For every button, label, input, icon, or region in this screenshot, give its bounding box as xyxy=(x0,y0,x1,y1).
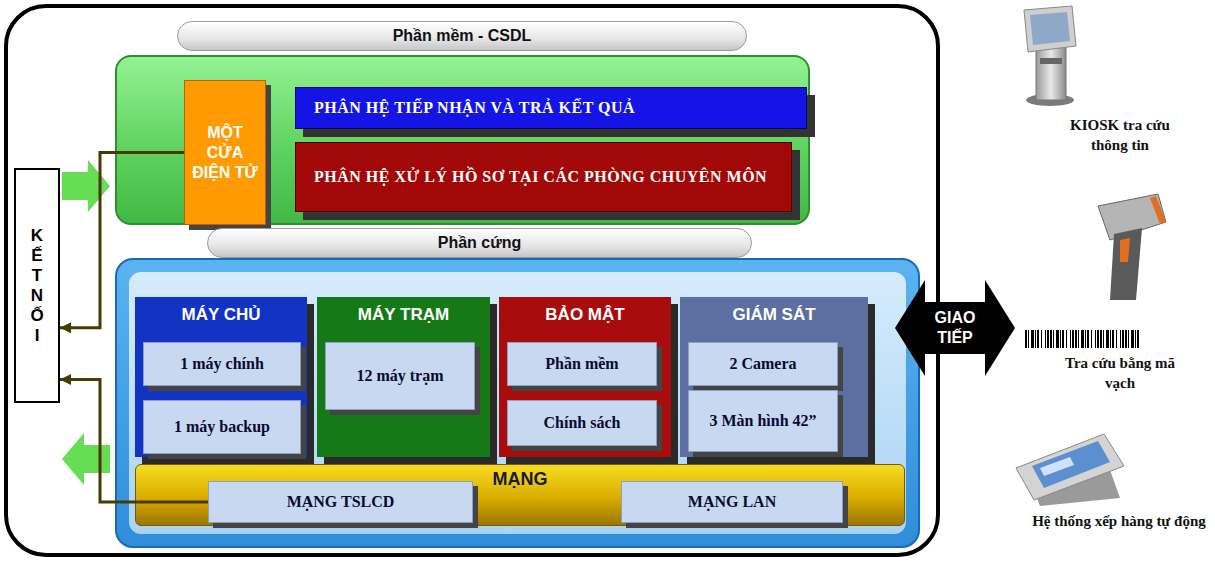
double-arrow-shape xyxy=(895,280,1015,376)
item-box: Chính sách xyxy=(507,400,657,446)
item-box: 2 Camera xyxy=(688,342,838,386)
node-label: 1 máy chính xyxy=(180,354,264,375)
group-title: BẢO MẬT xyxy=(499,305,671,325)
software-panel: Phần mềm - CSDLMỘT CỬA ĐIỆN TỬPHÂN HỆ TI… xyxy=(115,55,810,225)
node-label: Phần mềm xyxy=(545,354,618,375)
node-label: 3 Màn hình 42” xyxy=(709,411,816,432)
item-box: 1 máy backup xyxy=(143,400,301,454)
outer-frame xyxy=(6,6,938,555)
device-label: Hệ thống xếp hàng tự động xyxy=(1026,512,1212,532)
hardware-panel: Phần cứngMÁY CHỦ1 máy chính1 máy backupM… xyxy=(115,258,920,548)
node-label: Chính sách xyxy=(544,413,621,434)
group-box: GIÁM SÁT 2 Camera 3 Màn hình 42” xyxy=(680,297,868,457)
subsystem-box: PHÂN HỆ XỬ LÝ HỒ SƠ TẠI CÁC PHÒNG CHUYÊN… xyxy=(295,142,792,212)
panel-title: Phần mềm - CSDL xyxy=(177,21,747,51)
kiosk-icon xyxy=(1024,6,1076,106)
node-label: 1 máy backup xyxy=(174,417,270,438)
item-box: 12 máy trạm xyxy=(325,342,475,410)
double-arrow-shape xyxy=(895,280,1015,376)
panel-title: Phần cứng xyxy=(207,228,752,258)
item-box: MẠNG LAN xyxy=(621,481,843,523)
node-label: PHÂN HỆ TIẾP NHẬN VÀ TRẢ KẾT QUẢ xyxy=(314,97,635,119)
item-box: 1 máy chính xyxy=(143,342,301,386)
group-box: BẢO MẬT Phần mềmChính sách xyxy=(499,297,671,457)
node-label: 12 máy trạm xyxy=(356,366,443,387)
group-box: MÁY CHỦ 1 máy chính 1 máy backup xyxy=(135,297,307,457)
item-box: Phần mềm xyxy=(507,342,657,386)
group-title: MÁY TRẠM xyxy=(317,305,490,325)
node-label: 2 Camera xyxy=(729,354,796,375)
node-label: MỘT CỬA ĐIỆN TỬ xyxy=(191,123,259,183)
device-label: KIOSK tra cứu thông tin xyxy=(1066,116,1174,155)
flow-arrow xyxy=(62,433,110,485)
flow-arrow xyxy=(62,160,110,212)
node-label: MẠNG TSLCD xyxy=(287,492,395,513)
item-box: 3 Màn hình 42” xyxy=(688,390,838,452)
item-box: MẠNG TSLCD xyxy=(208,481,473,523)
module-box: MỘT CỬA ĐIỆN TỬ xyxy=(184,80,266,225)
group-box: MÁY TRẠM 12 máy trạm xyxy=(317,297,490,457)
device-label: Tra cứu bằng mã vạch xyxy=(1050,354,1190,393)
interface-arrow: GIAO TIẾP xyxy=(895,280,1015,376)
node-label: GIAO TIẾP xyxy=(925,308,985,348)
queue-machine-icon xyxy=(1016,434,1124,506)
barcode xyxy=(1025,330,1140,348)
node-label: PHÂN HỆ XỬ LÝ HỒ SƠ TẠI CÁC PHÒNG CHUYÊN… xyxy=(314,166,767,188)
subsystem-box: PHÂN HỆ TIẾP NHẬN VÀ TRẢ KẾT QUẢ xyxy=(295,87,807,129)
node-label: KẾT NỐI xyxy=(29,226,45,346)
node-label: MẠNG LAN xyxy=(688,492,776,513)
network-bar: MẠNGMẠNG TSLCD MẠNG LAN xyxy=(135,464,905,526)
group-title: GIÁM SÁT xyxy=(680,305,868,325)
barcode-scanner-icon xyxy=(1098,194,1166,300)
group-title: MÁY CHỦ xyxy=(135,305,307,325)
connect-box: KẾT NỐI xyxy=(14,168,60,403)
bar-title: MẠNG xyxy=(136,469,904,490)
